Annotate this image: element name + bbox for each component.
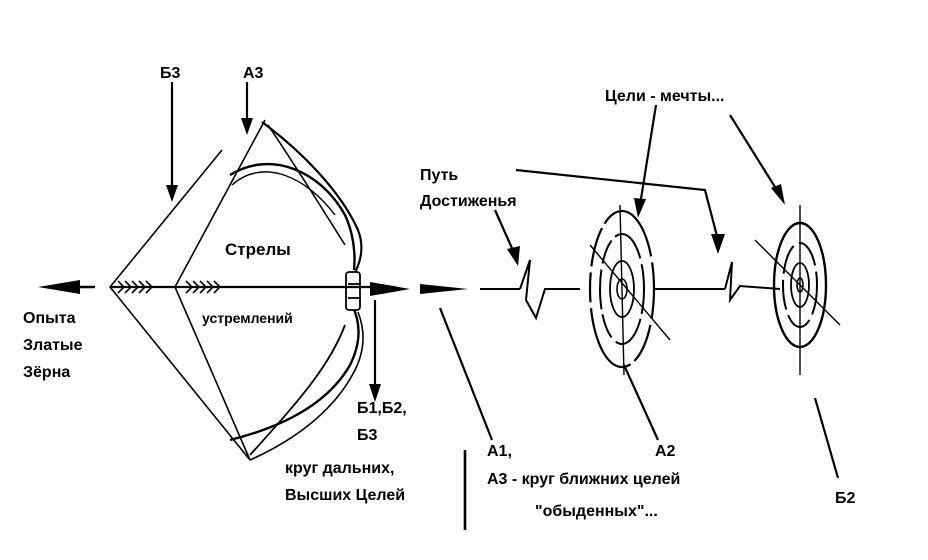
arrow-left-head [38,280,80,294]
path-line [480,259,781,321]
label-b3-top: Б3 [160,65,181,82]
arrow-head-flying [420,284,468,294]
label-b-group-1: Б1,Б2, [357,400,407,417]
label-experience-2: Златые [23,337,83,354]
label-b2: Б2 [835,490,856,507]
label-dream-goals: Цели - мечты... [605,88,724,105]
target-a2 [588,204,671,376]
label-a3-near-circle: А3 - круг ближних целей [487,471,680,488]
label-far-circle-1: круг дальних, [285,460,394,477]
label-everyday: "обыденных"... [535,503,658,520]
bow-string [108,119,266,461]
target-b2 [754,205,841,375]
label-path-1: Путь [420,167,458,184]
label-a3-top: А3 [243,65,264,82]
label-experience-1: Опыта [23,310,76,327]
arrow-head-main [370,282,410,296]
pointer-arrowheads [166,118,785,402]
label-b-group-2: Б3 [357,427,378,444]
label-a2: А2 [655,443,676,460]
arrow-fletching-left [117,280,154,294]
text-labels: Б3 А3 Стрелы устремлений Опыта Златые Зё… [23,65,856,520]
bow-grip [345,271,361,311]
label-aspirations: устремлений [202,310,293,326]
bow-limb-lower [229,304,364,461]
label-far-circle-2: Высших Целей [285,487,405,504]
label-a1: А1, [487,443,512,460]
arrow-fletching-right [185,280,222,294]
bow-limb-upper [229,121,363,279]
label-experience-3: Зёрна [23,364,70,381]
label-arrows: Стрелы [225,240,291,259]
label-path-2: Достиженья [420,193,517,210]
pointer-arrows [170,82,840,530]
